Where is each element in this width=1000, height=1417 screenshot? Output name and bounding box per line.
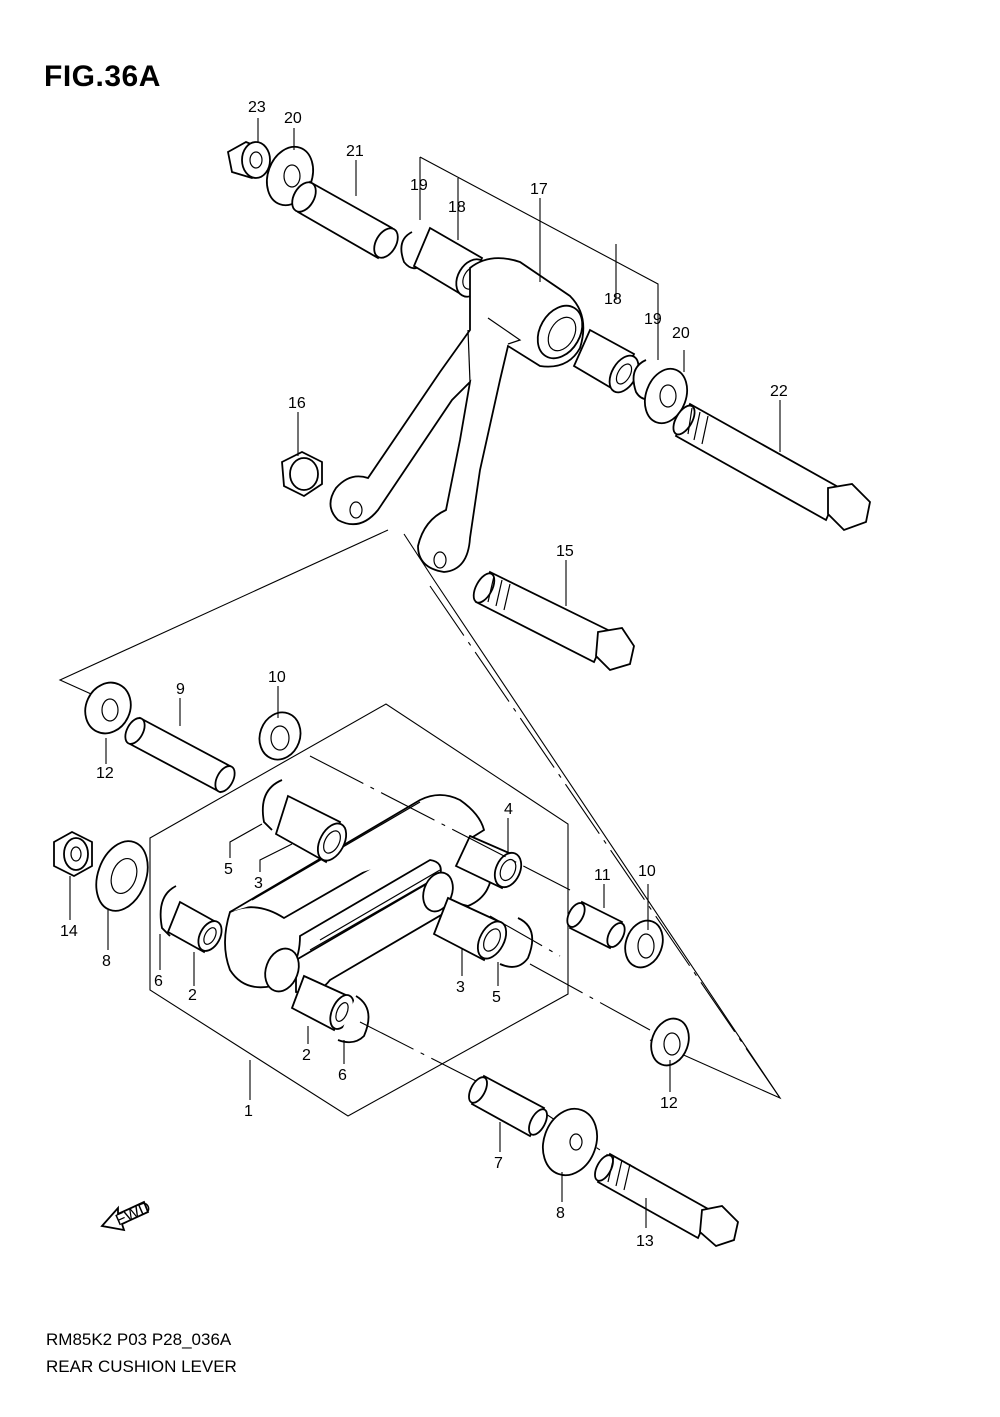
bolt-13[interactable] xyxy=(591,1152,739,1248)
bearing-3-upper[interactable] xyxy=(274,794,352,865)
callout-11: 11 xyxy=(594,867,611,884)
callout-3: 3 xyxy=(254,875,263,892)
fwd-label: FWD xyxy=(113,1199,153,1229)
callout-1: 1 xyxy=(244,1103,253,1120)
sleeve-7[interactable] xyxy=(465,1074,551,1138)
callout-6: 6 xyxy=(338,1067,347,1084)
bearing-2-upper[interactable] xyxy=(166,900,226,955)
callout-19: 19 xyxy=(644,311,662,328)
figure-title: FIG.36A xyxy=(44,60,161,93)
seal-10-lower[interactable] xyxy=(619,915,669,972)
callout-7: 7 xyxy=(494,1155,503,1172)
callout-23: 23 xyxy=(248,99,266,116)
callout-14: 14 xyxy=(60,923,78,940)
bearing-18-lower[interactable] xyxy=(572,328,644,397)
nut-16[interactable] xyxy=(281,450,323,498)
washer-12-left[interactable] xyxy=(77,675,139,741)
leader-lines xyxy=(69,118,781,1228)
callout-3: 3 xyxy=(456,979,465,996)
bolt-22[interactable] xyxy=(669,402,871,532)
sleeve-9[interactable] xyxy=(121,715,238,795)
callout-2: 2 xyxy=(188,987,197,1004)
callout-18: 18 xyxy=(448,199,466,216)
callout-4: 4 xyxy=(504,801,513,818)
figure-name: REAR CUSHION LEVER xyxy=(46,1357,237,1376)
callout-5: 5 xyxy=(492,989,501,1006)
callout-15: 15 xyxy=(556,543,574,560)
circlip-19-upper[interactable] xyxy=(400,231,421,270)
circlip-6-lower[interactable] xyxy=(337,995,370,1044)
circlip-5-upper[interactable] xyxy=(261,779,283,831)
callout-9: 9 xyxy=(176,681,185,698)
seal-8-left[interactable] xyxy=(87,834,157,918)
fwd-arrow-icon: FWD xyxy=(100,1199,153,1232)
callout-16: 16 xyxy=(288,395,306,412)
callout-18: 18 xyxy=(604,291,622,308)
cushion-lever-17[interactable] xyxy=(329,257,591,573)
washer-8-lower[interactable] xyxy=(534,1101,606,1183)
callout-13: 13 xyxy=(636,1233,654,1250)
figure-code: RM85K2 P03 P28_036A xyxy=(46,1330,232,1349)
seal-10-upper[interactable] xyxy=(253,707,307,766)
callout-10: 10 xyxy=(638,863,656,880)
sleeve-21[interactable] xyxy=(287,178,402,262)
callout-10: 10 xyxy=(268,669,286,686)
callout-20: 20 xyxy=(284,110,302,127)
callout-8: 8 xyxy=(102,953,111,970)
callout-21: 21 xyxy=(346,143,364,160)
bolt-15[interactable] xyxy=(469,570,635,672)
washer-20-lower[interactable] xyxy=(638,363,695,429)
callout-12: 12 xyxy=(96,765,114,782)
callout-2: 2 xyxy=(302,1047,311,1064)
circlip-6-upper[interactable] xyxy=(159,885,177,937)
sleeve-11[interactable] xyxy=(564,900,629,950)
callout-20: 20 xyxy=(672,325,690,342)
callout-22: 22 xyxy=(770,383,788,400)
callout-17: 17 xyxy=(530,181,548,198)
circlip-5-lower[interactable] xyxy=(499,917,534,968)
callout-labels: 23 20 21 19 18 17 18 19 20 22 16 15 9 10… xyxy=(60,99,788,1250)
washer-12-right[interactable] xyxy=(645,1013,695,1070)
bearing-3-lower[interactable] xyxy=(432,896,512,963)
nut-14[interactable] xyxy=(53,830,93,878)
callout-5: 5 xyxy=(224,861,233,878)
callout-6: 6 xyxy=(154,973,163,990)
callout-19: 19 xyxy=(410,177,428,194)
cushion-rod-1[interactable] xyxy=(224,794,493,996)
callout-8: 8 xyxy=(556,1205,565,1222)
callout-12: 12 xyxy=(660,1095,678,1112)
flange-nut-23[interactable] xyxy=(226,141,271,179)
